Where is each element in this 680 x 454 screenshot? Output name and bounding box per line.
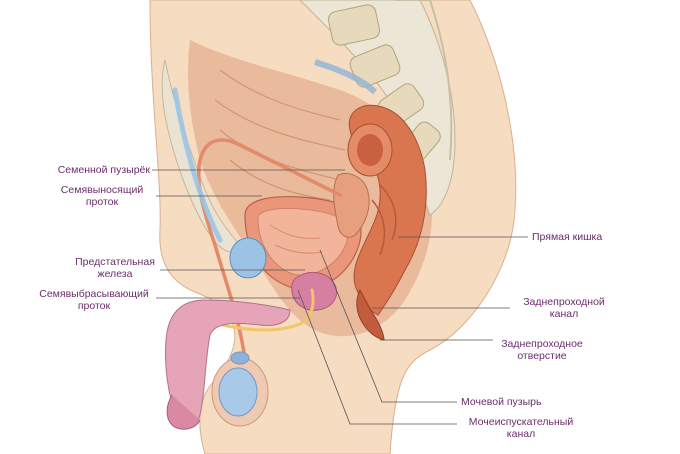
bladder xyxy=(244,195,362,290)
prostate xyxy=(291,271,337,311)
rectum xyxy=(347,104,427,316)
label-vas-deferens-line1: Семявыносящий xyxy=(60,184,144,196)
label-ejaculatory-duct-line1: Семявыбрасывающий xyxy=(39,288,149,300)
leader-urethra xyxy=(297,289,457,425)
label-anal-canal-line1: Заднепроходной xyxy=(523,296,605,308)
label-anal-canal-line2: канал xyxy=(549,308,579,320)
label-anus-line2: отверстие xyxy=(517,350,567,362)
label-rectum: Прямая кишка xyxy=(532,231,603,243)
label-seminal-vesicle: Семенной пузырёк xyxy=(57,164,150,176)
label-anus-line1: Заднепроходное xyxy=(501,338,583,350)
label-vas-deferens: Семявыносящий проток xyxy=(50,184,154,208)
muscle-fibers xyxy=(214,69,346,201)
label-urethra-line2: канал xyxy=(506,428,536,440)
testis xyxy=(211,351,269,427)
label-vas-deferens-line2: проток xyxy=(85,196,119,208)
label-ejaculatory-duct: Семявыбрасывающий проток xyxy=(32,288,156,312)
label-prostate: Предстательная железа xyxy=(70,256,160,280)
penis xyxy=(165,299,291,430)
label-ejaculatory-duct-line2: проток xyxy=(77,300,111,312)
label-urethra: Мочеиспускательный канал xyxy=(458,416,584,440)
label-anus: Заднепроходное отверстие xyxy=(494,338,590,362)
pubic-symphysis xyxy=(229,237,267,279)
label-prostate-line1: Предстательная xyxy=(75,256,155,268)
leader-lines xyxy=(152,169,528,425)
spermatic-vessel xyxy=(172,87,223,243)
label-urethra-line1: Мочеиспускательный xyxy=(468,416,574,428)
seminal-vesicle xyxy=(333,173,370,238)
label-prostate-line2: железа xyxy=(97,268,133,280)
vas-deferens xyxy=(196,138,342,362)
leader-bladder xyxy=(319,249,457,403)
label-bladder: Мочевой пузырь xyxy=(461,396,542,408)
label-anal-canal: Заднепроходной канал xyxy=(514,296,614,320)
